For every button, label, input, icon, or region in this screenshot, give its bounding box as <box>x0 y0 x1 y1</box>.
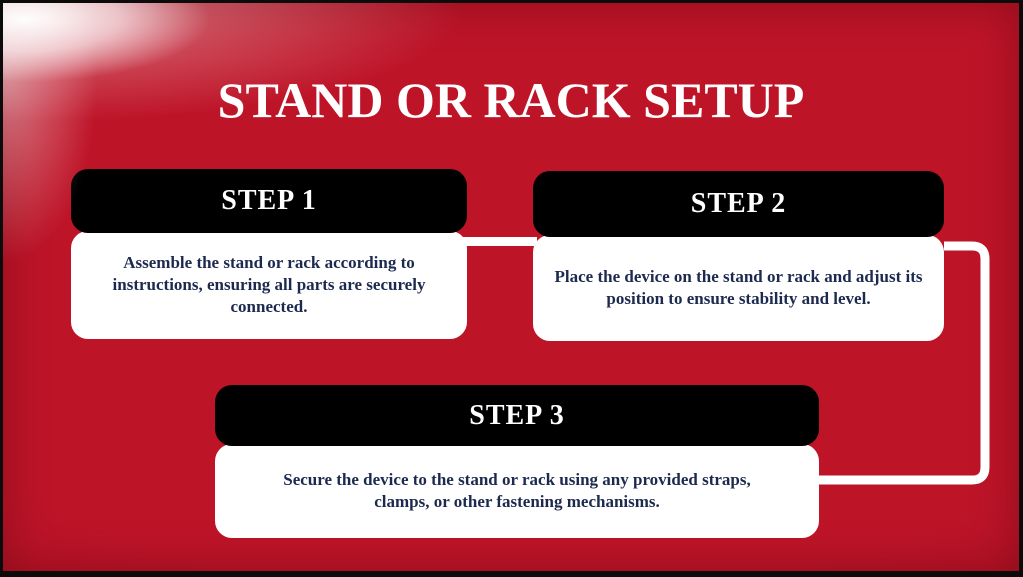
step-2-header: STEP 2 <box>533 171 944 237</box>
step-1-card: STEP 1 Assemble the stand or rack accord… <box>71 169 467 339</box>
step-2-body: Place the device on the stand or rack an… <box>533 235 944 341</box>
step-1-label: STEP 1 <box>221 185 317 216</box>
step-3-label: STEP 3 <box>469 399 565 431</box>
step-3-description: Secure the device to the stand or rack u… <box>283 469 751 511</box>
page-title: STAND OR RACK SETUP <box>217 72 805 128</box>
step-2-card: STEP 2 Place the device on the stand or … <box>533 171 944 341</box>
step-1-header: STEP 1 <box>71 169 467 233</box>
step-3-header: STEP 3 <box>215 385 819 446</box>
step-1-description: Assemble the stand or rack according to … <box>112 252 426 317</box>
step-2-label: STEP 2 <box>690 188 787 219</box>
step-2-description: Place the device on the stand or rack an… <box>554 266 923 308</box>
step-1-body: Assemble the stand or rack according to … <box>71 231 467 339</box>
step-3-card: STEP 3 Secure the device to the stand or… <box>215 385 819 538</box>
step-3-body: Secure the device to the stand or rack u… <box>215 444 819 538</box>
